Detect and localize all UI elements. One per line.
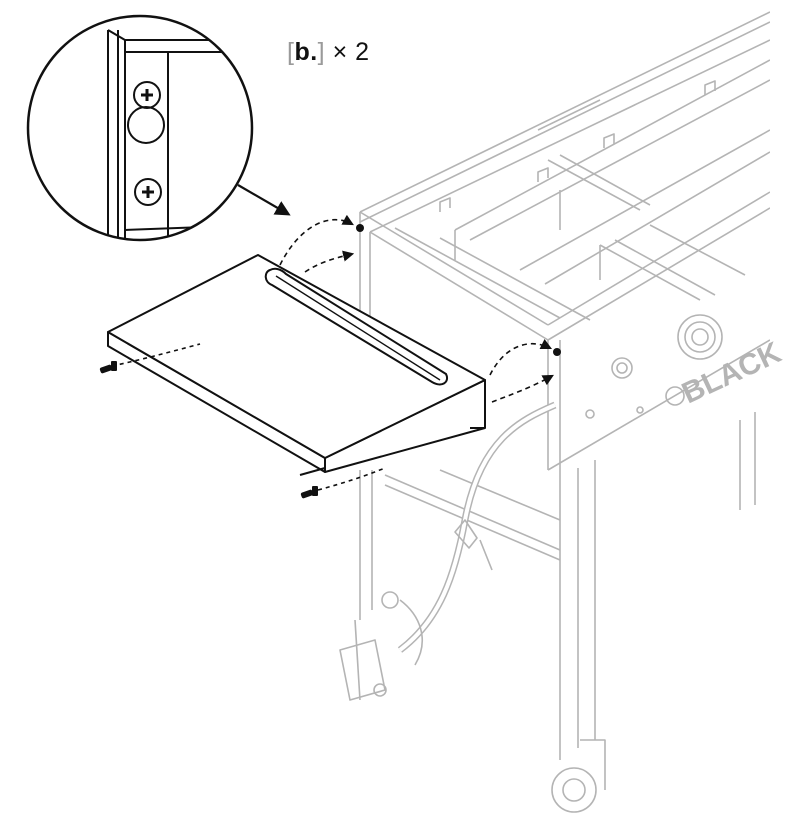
phillips-screw-icon [134, 178, 162, 206]
mount-hole [553, 348, 561, 356]
arrow-icon [237, 184, 291, 216]
brand-logo-text: BLACK [677, 336, 786, 410]
callout-close-bracket: ] [317, 38, 326, 66]
part-callout: [b.] × 2 [287, 38, 370, 67]
callout-open-bracket: [ [287, 38, 295, 66]
phillips-screw-icon [300, 486, 318, 499]
phillips-screw-icon [99, 361, 117, 374]
arrow-icon [111, 214, 554, 491]
callout-part-letter: b. [294, 38, 318, 66]
side-shelf [107, 254, 486, 476]
callout-quantity: × 2 [332, 38, 370, 66]
mount-hole [356, 224, 364, 232]
magnifier-detail [26, 14, 254, 242]
griddle-frame [339, 11, 770, 813]
phillips-screw-icon [133, 81, 161, 109]
